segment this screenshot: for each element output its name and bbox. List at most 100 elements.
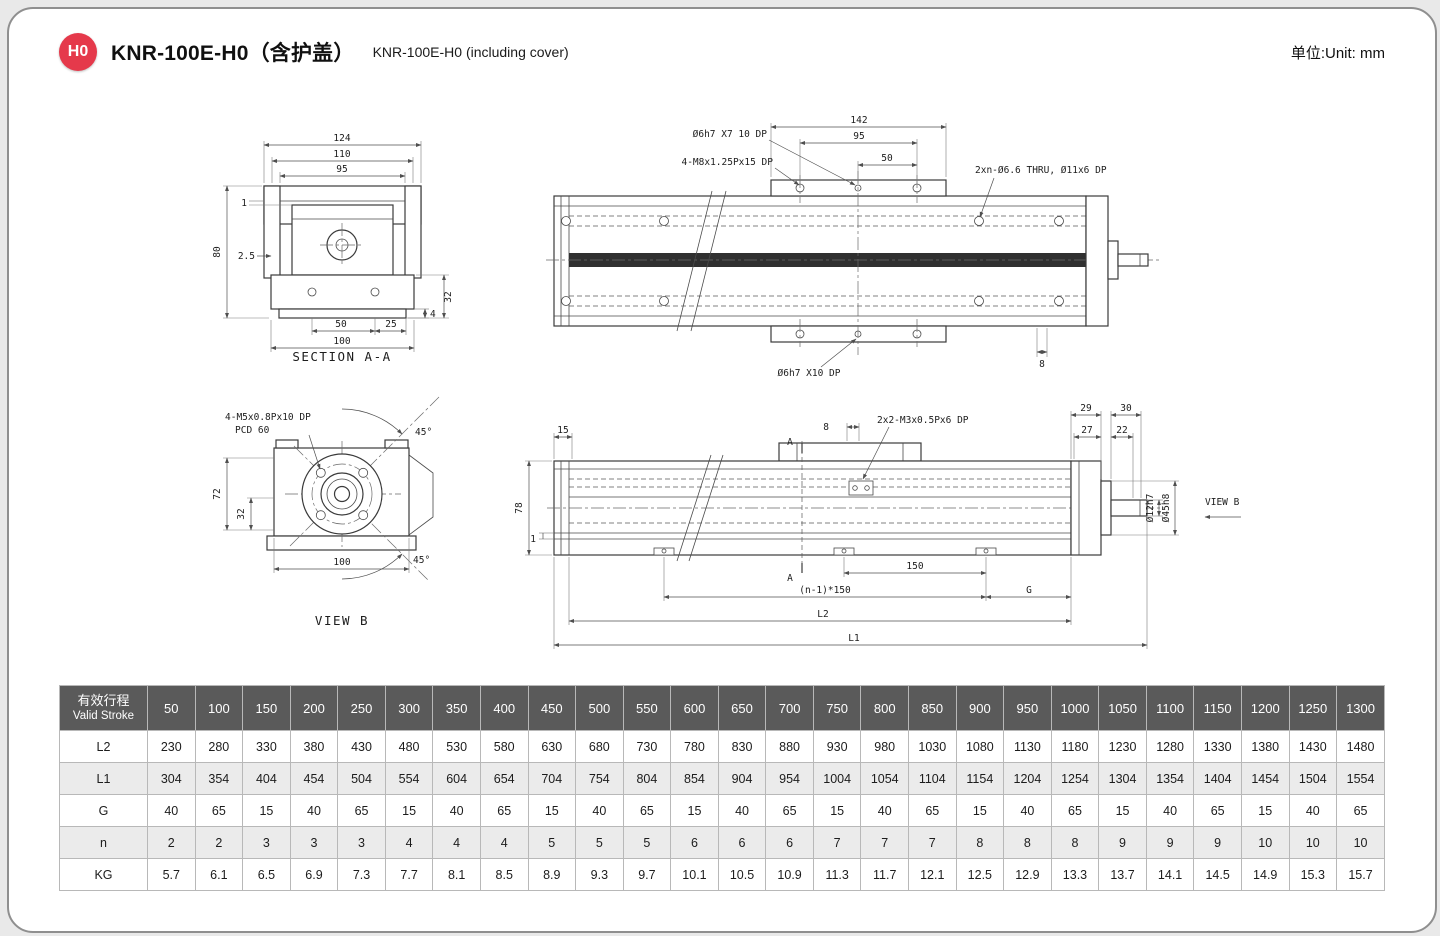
spec-cell: 1104 xyxy=(908,762,957,795)
spec-cell: 40 xyxy=(1003,794,1052,827)
dim-50b: 50 xyxy=(881,153,893,164)
spec-cell: 8.1 xyxy=(432,858,481,891)
spec-row-label: L1 xyxy=(59,762,148,795)
dim-100b: 100 xyxy=(333,557,350,568)
stroke-value-header: 150 xyxy=(242,685,291,731)
spec-cell: 9 xyxy=(1098,826,1147,859)
spec-cell: 404 xyxy=(242,762,291,795)
spec-cell: 65 xyxy=(1336,794,1385,827)
dim-27: 27 xyxy=(1081,425,1092,436)
spec-cell: 1380 xyxy=(1240,730,1290,763)
spec-cell: 12.5 xyxy=(955,858,1005,891)
spec-cell: 40 xyxy=(1145,794,1195,827)
ann-pin-top: Ø6h7 X7 10 DP xyxy=(693,129,768,140)
spec-cell: 10 xyxy=(1288,826,1338,859)
spec-cell: 10.1 xyxy=(670,858,719,891)
spec-cell: 480 xyxy=(384,730,434,763)
spec-cell: 2 xyxy=(194,826,244,859)
spec-cell: 8 xyxy=(1050,826,1100,859)
spec-cell: 880 xyxy=(765,730,814,763)
side-view-drawing: 8 2x2-M3x0.5Px6 DP A A 15 78 1 29 xyxy=(514,403,1241,649)
angle-45-top: 45° xyxy=(415,427,432,438)
spec-cell: 15 xyxy=(955,794,1005,827)
spec-cell: 5.7 xyxy=(147,858,196,891)
stroke-value-header: 200 xyxy=(289,685,339,731)
spec-cell: 15 xyxy=(1240,794,1290,827)
spec-cell: 1130 xyxy=(1003,730,1052,763)
spec-row-label: L2 xyxy=(59,730,148,763)
stroke-value-header: 750 xyxy=(812,685,862,731)
spec-cell: 454 xyxy=(289,762,339,795)
stroke-value-header: 50 xyxy=(147,685,196,731)
ann-bolts: 4-M8x1.25Px15 DP xyxy=(681,157,773,168)
spec-row-label: G xyxy=(59,794,148,827)
spec-cell: 5 xyxy=(575,826,624,859)
spec-cell: 1030 xyxy=(908,730,957,763)
stroke-value-header: 1250 xyxy=(1288,685,1338,731)
stroke-value-header: 400 xyxy=(479,685,529,731)
spec-cell: 930 xyxy=(812,730,862,763)
drawings-canvas: 124 110 95 80 1 2.5 50 25 xyxy=(212,115,1241,649)
spec-cell: 9.3 xyxy=(575,858,624,891)
spec-cell: 10.9 xyxy=(765,858,814,891)
dim-15: 15 xyxy=(557,425,568,436)
spec-cell: 2 xyxy=(147,826,196,859)
spec-cell: 1304 xyxy=(1098,762,1147,795)
spec-cell: 754 xyxy=(575,762,624,795)
spec-cell: 7 xyxy=(860,826,909,859)
spec-cell: 40 xyxy=(289,794,339,827)
spec-cell: 40 xyxy=(575,794,624,827)
dim-95b: 95 xyxy=(853,131,864,142)
spec-cell: 1054 xyxy=(860,762,909,795)
dim-g: G xyxy=(1026,585,1032,596)
spec-cell: 14.9 xyxy=(1240,858,1290,891)
ann-m5-bolts: 4-M5x0.8Px10 DP xyxy=(225,412,311,423)
stroke-value-header: 1200 xyxy=(1240,685,1290,731)
spec-cell: 7 xyxy=(908,826,957,859)
dim-l1: L1 xyxy=(848,633,860,644)
view-b-pointer-label: VIEW B xyxy=(1205,497,1240,508)
spec-cell: 9.7 xyxy=(622,858,672,891)
spec-cell: 654 xyxy=(479,762,529,795)
spec-cell: 65 xyxy=(479,794,529,827)
spec-cell: 804 xyxy=(622,762,672,795)
dim-142: 142 xyxy=(850,115,867,126)
spec-cell: 65 xyxy=(337,794,386,827)
ann-pin-bottom: Ø6h7 X10 DP xyxy=(778,368,841,379)
spec-cell: 1330 xyxy=(1193,730,1242,763)
spec-cell: 330 xyxy=(242,730,291,763)
spec-cell: 14.5 xyxy=(1193,858,1242,891)
spec-cell: 430 xyxy=(337,730,386,763)
spec-cell: 780 xyxy=(670,730,719,763)
spec-cell: 1180 xyxy=(1050,730,1100,763)
spec-cell: 15 xyxy=(527,794,577,827)
dim-n150: (n-1)*150 xyxy=(799,585,851,596)
spec-cell: 40 xyxy=(1288,794,1338,827)
spec-cell: 904 xyxy=(717,762,767,795)
spec-cell: 4 xyxy=(432,826,481,859)
spec-cell: 6 xyxy=(717,826,767,859)
ann-thru: 2xn-Ø6.6 THRU, Ø11x6 DP xyxy=(975,165,1107,176)
spec-cell: 580 xyxy=(479,730,529,763)
spec-cell: 604 xyxy=(432,762,481,795)
spec-cell: 5 xyxy=(622,826,672,859)
spec-cell: 11.7 xyxy=(860,858,909,891)
spec-cell: 680 xyxy=(575,730,624,763)
ann-pcd: PCD 60 xyxy=(235,425,270,436)
spec-cell: 7.3 xyxy=(337,858,386,891)
spec-cell: 854 xyxy=(670,762,719,795)
header: H0 KNR-100E-H0（含护盖） KNR-100E-H0 (includi… xyxy=(9,9,1435,71)
spec-cell: 15 xyxy=(242,794,291,827)
dim-29: 29 xyxy=(1080,403,1092,414)
dim-124: 124 xyxy=(333,133,350,144)
spec-cell: 8.9 xyxy=(527,858,577,891)
spec-cell: 15 xyxy=(384,794,434,827)
spec-cell: 65 xyxy=(194,794,244,827)
spec-cell: 15 xyxy=(1098,794,1147,827)
spec-cell: 730 xyxy=(622,730,672,763)
spec-cell: 1354 xyxy=(1145,762,1195,795)
